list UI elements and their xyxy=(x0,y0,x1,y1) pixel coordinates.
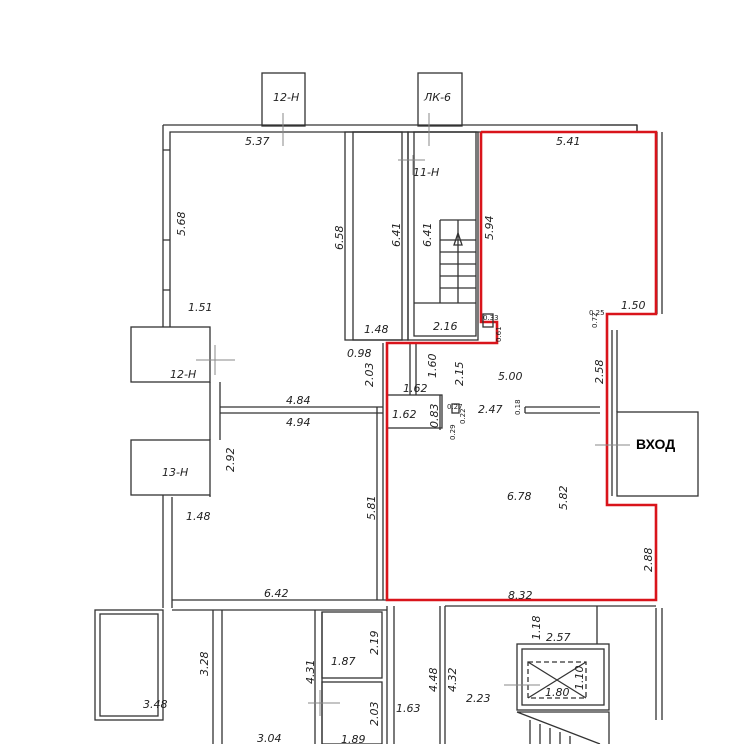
dimension-label: 2.23 xyxy=(466,692,491,705)
dimension-label: 2.03 xyxy=(363,363,376,388)
dimension-label: 1.62 xyxy=(392,408,417,421)
dimension-label: 5.00 xyxy=(498,370,523,383)
dimension-label: 1.80 xyxy=(545,686,570,699)
dimension-label: 1.63 xyxy=(396,702,421,715)
entrance-vestibule xyxy=(616,411,699,497)
dimension-label: 5.94 xyxy=(483,216,496,241)
dimension-label: 2.58 xyxy=(593,360,606,385)
dimension-label: 1.87 xyxy=(331,655,356,668)
dimension-label: 1.51 xyxy=(188,301,213,314)
dimension-label: 1.50 xyxy=(621,299,646,312)
dimension-label: 3.48 xyxy=(143,698,168,711)
dimension-label: 0.33 xyxy=(483,314,499,322)
dimension-label: 2.16 xyxy=(433,320,458,333)
unit-box-top-right xyxy=(417,72,463,127)
dimension-label: 1.48 xyxy=(186,510,211,523)
dimension-label: 3.04 xyxy=(257,732,282,744)
dimension-label: 4.48 xyxy=(427,668,440,693)
dimension-label: 0.18 xyxy=(514,399,522,415)
dimension-label: 2.92 xyxy=(224,448,237,473)
unit-label: ЛК-6 xyxy=(423,91,451,104)
dimension-label: 2.15 xyxy=(453,362,466,387)
dimension-label: 0.22 xyxy=(459,408,467,424)
dimension-label: 8.32 xyxy=(508,589,533,602)
dimension-label: 0.25 xyxy=(589,309,605,317)
dimension-label: 6.42 xyxy=(264,587,289,600)
dimension-label: 2.47 xyxy=(478,403,503,416)
dimension-label: 0.27 xyxy=(447,403,463,411)
dimension-label: 1.18 xyxy=(530,616,543,641)
dimension-label: 6.41 xyxy=(390,223,403,248)
unit-label: 13-Н xyxy=(162,466,188,479)
dimension-label: 0.83 xyxy=(428,404,441,429)
dimension-label: 1.89 xyxy=(341,733,366,744)
dimension-label: 2.19 xyxy=(368,631,381,656)
dimension-label: 1.10 xyxy=(573,666,586,691)
dimension-label: 3.28 xyxy=(198,652,211,677)
dimension-label: 4.31 xyxy=(304,660,317,685)
unit-box-side-upper xyxy=(130,326,211,383)
dimension-label: 5.81 xyxy=(365,496,378,521)
dimension-label: 6.41 xyxy=(421,223,434,248)
dimension-label: 5.41 xyxy=(556,135,581,148)
dimension-label: 2.57 xyxy=(546,631,571,644)
unit-label: 12-Н xyxy=(273,91,299,104)
unit-label: 12-Н xyxy=(170,368,196,381)
dimension-label: 4.84 xyxy=(286,394,311,407)
dimension-label: 0.61 xyxy=(495,326,503,342)
dimension-label: 5.82 xyxy=(557,486,570,511)
entrance-label: ВХОД xyxy=(636,436,675,452)
dimension-labels: 5.37 5.68 1.51 6.58 6.41 6.41 1.48 2.16 … xyxy=(143,135,655,744)
highlighted-premises xyxy=(385,130,658,602)
dimension-label: 0.72 xyxy=(591,312,599,328)
dimension-label: 4.32 xyxy=(446,668,459,693)
dimension-label: 1.48 xyxy=(364,323,389,336)
dimension-label: 2.88 xyxy=(642,548,655,573)
dimension-label: 6.58 xyxy=(333,226,346,251)
dimension-label: 1.62 xyxy=(403,382,428,395)
unit-label: 11-Н xyxy=(413,166,439,179)
dimension-label: 5.37 xyxy=(245,135,270,148)
dimension-label: 1.60 xyxy=(426,354,439,379)
dimension-label: 4.94 xyxy=(286,416,311,429)
unit-box-side-lower xyxy=(130,439,211,496)
dimension-label: 6.78 xyxy=(507,490,532,503)
dimension-label: 0.98 xyxy=(347,347,372,360)
dimension-label: 2.03 xyxy=(368,702,381,727)
dimension-label: 0.29 xyxy=(449,424,457,440)
dimension-label: 5.68 xyxy=(175,212,188,237)
